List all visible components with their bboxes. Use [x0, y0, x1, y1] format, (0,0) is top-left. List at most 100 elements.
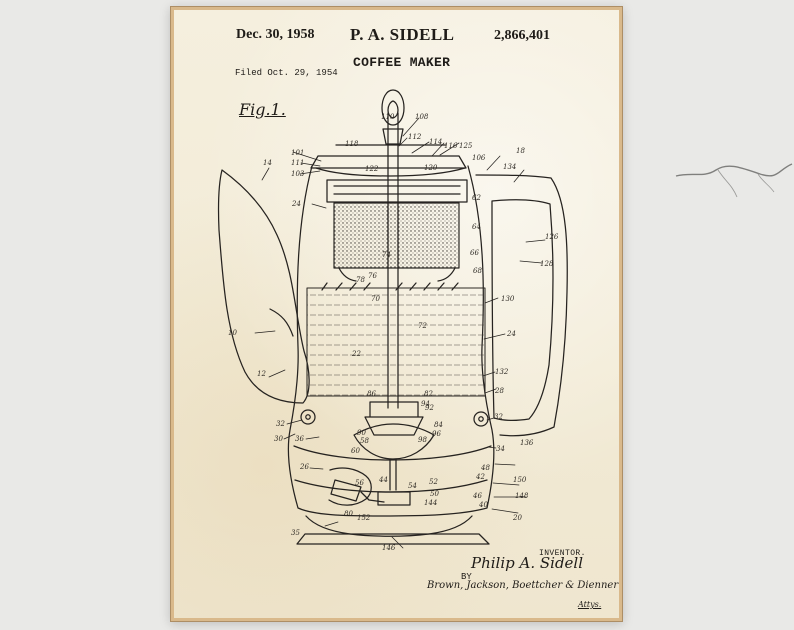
callout-58: 58: [360, 437, 369, 445]
callout-20: 20: [512, 514, 522, 522]
attorney-abbreviation: Attys.: [578, 600, 602, 609]
coffee-maker-drawing: 110 108 112 114 116 125 118 122 120 106 …: [217, 89, 568, 552]
callout-125: 125: [459, 142, 473, 150]
callout-98: 98: [418, 436, 427, 444]
right-screw-center: [478, 416, 484, 422]
callout-72: 72: [418, 322, 427, 330]
coffee-filter-cap: [326, 179, 468, 203]
callout-132: 132: [495, 368, 509, 376]
callout-36-left: 36: [295, 435, 304, 443]
by-label: BY: [461, 572, 472, 582]
callout-80: 80: [344, 510, 353, 518]
coffee-filter-cap-ridges: [333, 185, 461, 195]
callout-54: 54: [408, 482, 417, 490]
callout-116: 116: [444, 142, 458, 150]
callout-84: 84: [434, 421, 443, 429]
callout-32-left: 32: [276, 420, 285, 428]
callout-152: 152: [357, 514, 371, 522]
callout-70: 70: [371, 295, 380, 303]
coffee-filter-basket: [333, 202, 460, 269]
water-chamber: [306, 287, 486, 397]
callout-90: 90: [357, 429, 366, 437]
callout-136: 136: [520, 439, 534, 447]
filed-date: Filed Oct. 29, 1954: [235, 68, 338, 78]
callout-28: 28: [494, 387, 504, 395]
callout-130: 130: [501, 295, 515, 303]
callout-110: 110: [381, 113, 395, 121]
percolator-top-knob-slot: [387, 100, 399, 119]
callout-134: 134: [503, 163, 516, 171]
poster-frame: Dec. 30, 1958 P. A. SIDELL 2,866,401 COF…: [170, 6, 623, 622]
callout-62: 62: [472, 194, 481, 202]
callout-150: 150: [513, 476, 527, 484]
callout-114: 114: [429, 138, 442, 146]
patent-paper: Dec. 30, 1958 P. A. SIDELL 2,866,401 COF…: [174, 10, 619, 618]
patent-date: Dec. 30, 1958: [236, 27, 315, 42]
callout-118: 118: [345, 140, 359, 148]
callout-94: 94: [421, 400, 430, 408]
valve-stem: [389, 458, 397, 491]
valve-funnel: [353, 423, 435, 460]
callout-126: 126: [545, 233, 559, 241]
thermostat-body: [330, 479, 362, 502]
right-screw: [473, 411, 489, 427]
callout-50: 50: [430, 490, 439, 498]
callout-24-right: 24: [506, 330, 516, 338]
callout-101: 101: [291, 149, 304, 157]
callout-128: 128: [540, 260, 554, 268]
callout-52: 52: [429, 478, 438, 486]
callout-103: 103: [291, 170, 305, 178]
figure-label: Fig.1.: [239, 100, 286, 119]
valve-housing: [364, 401, 424, 436]
left-screw: [300, 409, 316, 425]
callout-10: 10: [228, 329, 237, 337]
coffee-pot-spout: [217, 169, 310, 404]
callout-44: 44: [378, 476, 388, 484]
callout-14: 14: [263, 159, 272, 167]
coffee-pot-foot: [296, 533, 490, 545]
percolator-top-knob: [381, 89, 405, 126]
attorney-names: Brown, Jackson, Boettcher & Dienner: [427, 580, 619, 591]
patent-inventor-short: P. A. SIDELL: [350, 25, 455, 44]
callout-82: 82: [424, 390, 433, 398]
callout-112: 112: [408, 133, 422, 141]
coffee-pot-base-ring: [305, 515, 473, 537]
coffee-filter-hangers: [338, 267, 456, 282]
callout-108: 108: [415, 113, 429, 121]
heater-base-line: [293, 445, 492, 461]
callout-42: 42: [475, 473, 485, 481]
callout-106: 106: [472, 154, 486, 162]
leader-lines: [254, 117, 546, 549]
callout-64: 64: [472, 223, 481, 231]
callout-68: 68: [473, 267, 482, 275]
wall-crack: [675, 163, 793, 198]
left-screw-center: [305, 414, 311, 420]
callout-22: 22: [351, 350, 361, 358]
callout-30: 30: [274, 435, 283, 443]
drawing-lines: [217, 89, 568, 549]
patent-number: 2,866,401: [494, 28, 550, 43]
callout-18: 18: [516, 147, 525, 155]
callout-146: 146: [382, 544, 396, 552]
callout-56: 56: [355, 479, 364, 487]
callout-120: 120: [424, 164, 438, 172]
heater-base-mid-line: [294, 479, 488, 493]
coffee-pot-lid: [310, 155, 467, 169]
coffee-pot-lid-band: [315, 167, 466, 177]
callout-60: 60: [351, 447, 360, 455]
callout-26-left: 26: [299, 463, 309, 471]
coffee-pot-handle-inner: [491, 199, 554, 421]
inventor-signature: Philip A. Sidell: [471, 554, 584, 572]
callout-32-right: 32: [494, 413, 503, 421]
callout-34: 34: [496, 445, 505, 453]
callout-76: 76: [368, 272, 377, 280]
callout-78: 78: [356, 276, 365, 284]
callout-92: 92: [425, 404, 434, 412]
patent-title: COFFEE MAKER: [353, 55, 451, 70]
heating-element: [328, 467, 372, 506]
callout-35: 35: [291, 529, 300, 537]
coffee-pot-spout-fill-line: [269, 308, 294, 337]
callout-24-left: 24: [291, 200, 301, 208]
inventor-label: INVENTOR.: [539, 549, 586, 558]
callout-144: 144: [424, 499, 437, 507]
